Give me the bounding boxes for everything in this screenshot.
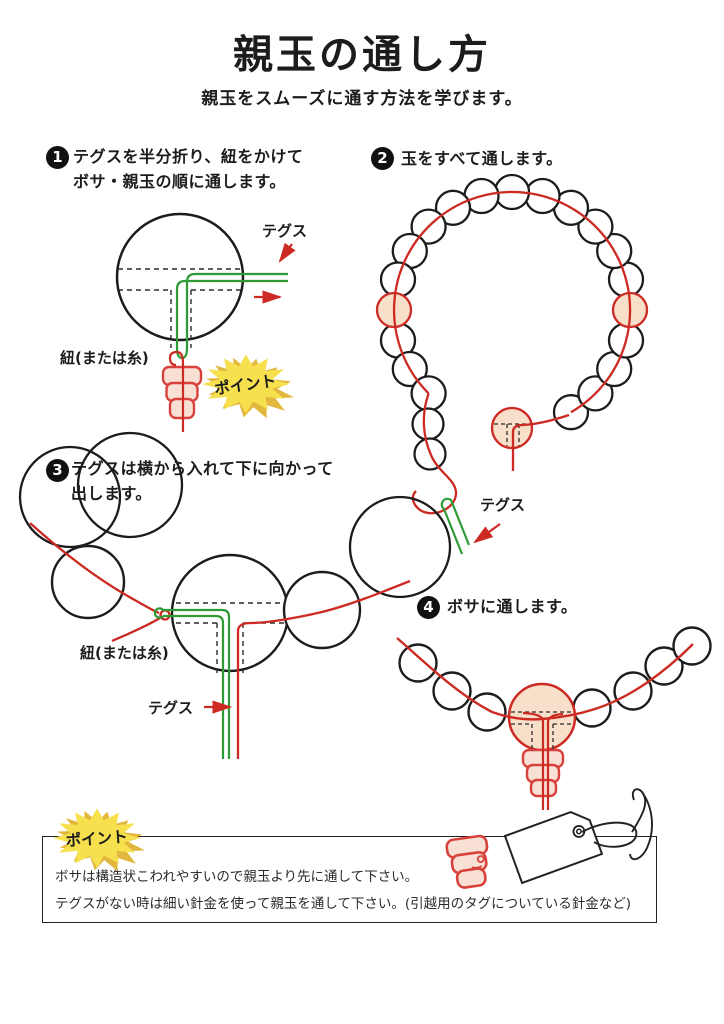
page-subtitle: 親玉をスムーズに通す方法を学びます。 bbox=[201, 89, 523, 109]
step2-text: 玉をすべて通します。 bbox=[401, 149, 563, 168]
partial-beads bbox=[18, 431, 452, 599]
step4-number-badge: 4 bbox=[417, 596, 440, 619]
step2-number-badge: 2 bbox=[371, 147, 394, 170]
cord-hook-line bbox=[168, 350, 185, 432]
step4-diagram bbox=[396, 626, 712, 810]
tegusu-hairpin-line bbox=[440, 497, 471, 555]
drill-hole-dashes bbox=[511, 711, 573, 751]
tegusu-pointer-arrow-icon bbox=[473, 523, 501, 544]
thread-line bbox=[392, 190, 632, 515]
tegusu-line bbox=[153, 607, 231, 759]
beads bbox=[50, 544, 362, 673]
himo-label: 紐(または糸) bbox=[60, 349, 149, 367]
beads bbox=[398, 626, 712, 732]
tag-with-wire-illustration bbox=[503, 788, 653, 885]
highlighted-beads bbox=[375, 291, 649, 329]
tegusu-pull-lines bbox=[522, 711, 564, 810]
step2-diagram: テグス bbox=[375, 173, 649, 555]
page-title: 親玉の通し方 bbox=[233, 32, 491, 78]
note-line1: ボサは構造状こわれやすいので親玉より先に通して下さい。 bbox=[55, 869, 419, 885]
step1-text-line1: テグスを半分折り、紐をかけて bbox=[73, 147, 304, 166]
step4-text: ボサに通します。 bbox=[447, 597, 578, 616]
bosa-illustration-icon bbox=[445, 834, 489, 889]
point-starburst-icon: ポイント bbox=[199, 349, 301, 427]
step1-number-badge: 1 bbox=[46, 146, 69, 169]
tegusu-label: テグス bbox=[262, 222, 307, 240]
step3-text-line2: 出します。 bbox=[71, 484, 152, 503]
note-line2: テグスがない時は細い針金を使って親玉を通して下さい。(引越用のタグについている針… bbox=[55, 896, 632, 912]
parent-bead-cross-section bbox=[115, 212, 288, 360]
note-point-label: ポイント bbox=[65, 827, 128, 850]
tag-eyelet-icon bbox=[572, 825, 586, 838]
wire-icon bbox=[581, 788, 653, 861]
tegusu-label: テグス bbox=[148, 699, 193, 717]
note-point-starburst-icon: ポイント bbox=[50, 802, 152, 880]
step1-diagram: テグス 紐(または糸) ポイント bbox=[60, 212, 307, 432]
himo-label: 紐(または糸) bbox=[80, 644, 169, 662]
drill-hole-dashes bbox=[118, 268, 242, 348]
tegusu-label: テグス bbox=[480, 496, 525, 514]
step3-text-line1: テグスは横から入れて下に向かって bbox=[71, 459, 334, 478]
tegusu-pointer-arrow-icon bbox=[278, 242, 296, 263]
step1-text-line2: ボサ・親玉の順に通します。 bbox=[73, 172, 286, 191]
step3-number-badge: 3 bbox=[46, 459, 69, 482]
cord-line bbox=[29, 522, 411, 759]
step3-diagram: 紐(または糸) テグス bbox=[18, 431, 452, 759]
